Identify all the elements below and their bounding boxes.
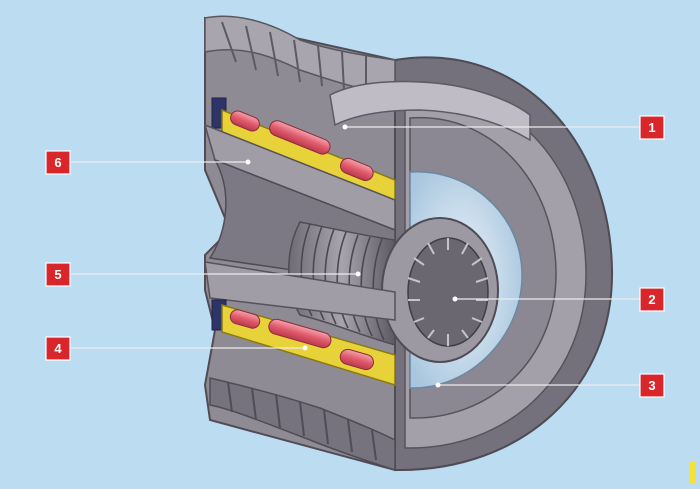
- callout-label-5: 5: [54, 267, 61, 282]
- corner-mark: [690, 462, 696, 484]
- belt-groove-lines: [221, 21, 367, 92]
- callout-label-4: 4: [54, 341, 62, 356]
- callout-label-3: 3: [648, 378, 655, 393]
- leader-dot-5: [355, 271, 361, 277]
- leader-dot-2: [452, 296, 458, 302]
- upper-roller-1: [230, 110, 260, 132]
- leader-dot-3: [435, 382, 441, 388]
- callout-box-5: [45, 262, 71, 287]
- lower-roller-1: [229, 309, 261, 329]
- lower-hub: [204, 261, 396, 321]
- leader-dot-6: [245, 159, 251, 165]
- callout-2: 2: [639, 287, 665, 312]
- upper-roller-3: [340, 157, 374, 182]
- spline-core: [407, 237, 489, 347]
- upper-bearing: [211, 97, 396, 207]
- lower-roller-2: [268, 318, 332, 349]
- callout-3: 3: [639, 373, 665, 398]
- upper-shoulder: [329, 80, 531, 142]
- callout-label-1: 1: [648, 120, 655, 135]
- leader-lines: [70, 126, 640, 386]
- callout-box-6: [45, 150, 71, 175]
- callout-1: 1: [639, 115, 665, 140]
- callout-box-2: [639, 287, 665, 312]
- callout-4: 4: [45, 336, 71, 361]
- callout-box-1: [639, 115, 665, 140]
- callout-5: 5: [45, 262, 71, 287]
- lower-roller-3: [339, 348, 374, 371]
- leader-dot-4: [302, 345, 308, 351]
- spline-teeth: [407, 238, 489, 346]
- callout-label-6: 6: [54, 155, 61, 170]
- callout-box-4: [45, 336, 71, 361]
- lower-bearing: [204, 261, 396, 387]
- upper-roller-2: [269, 120, 331, 155]
- belt-groove-lines-bottom: [227, 381, 377, 461]
- leader-dot-1: [342, 124, 348, 130]
- callout-6: 6: [45, 150, 71, 175]
- callout-label-2: 2: [648, 292, 655, 307]
- callout-box-3: [639, 373, 665, 398]
- leader-dots: [245, 124, 458, 388]
